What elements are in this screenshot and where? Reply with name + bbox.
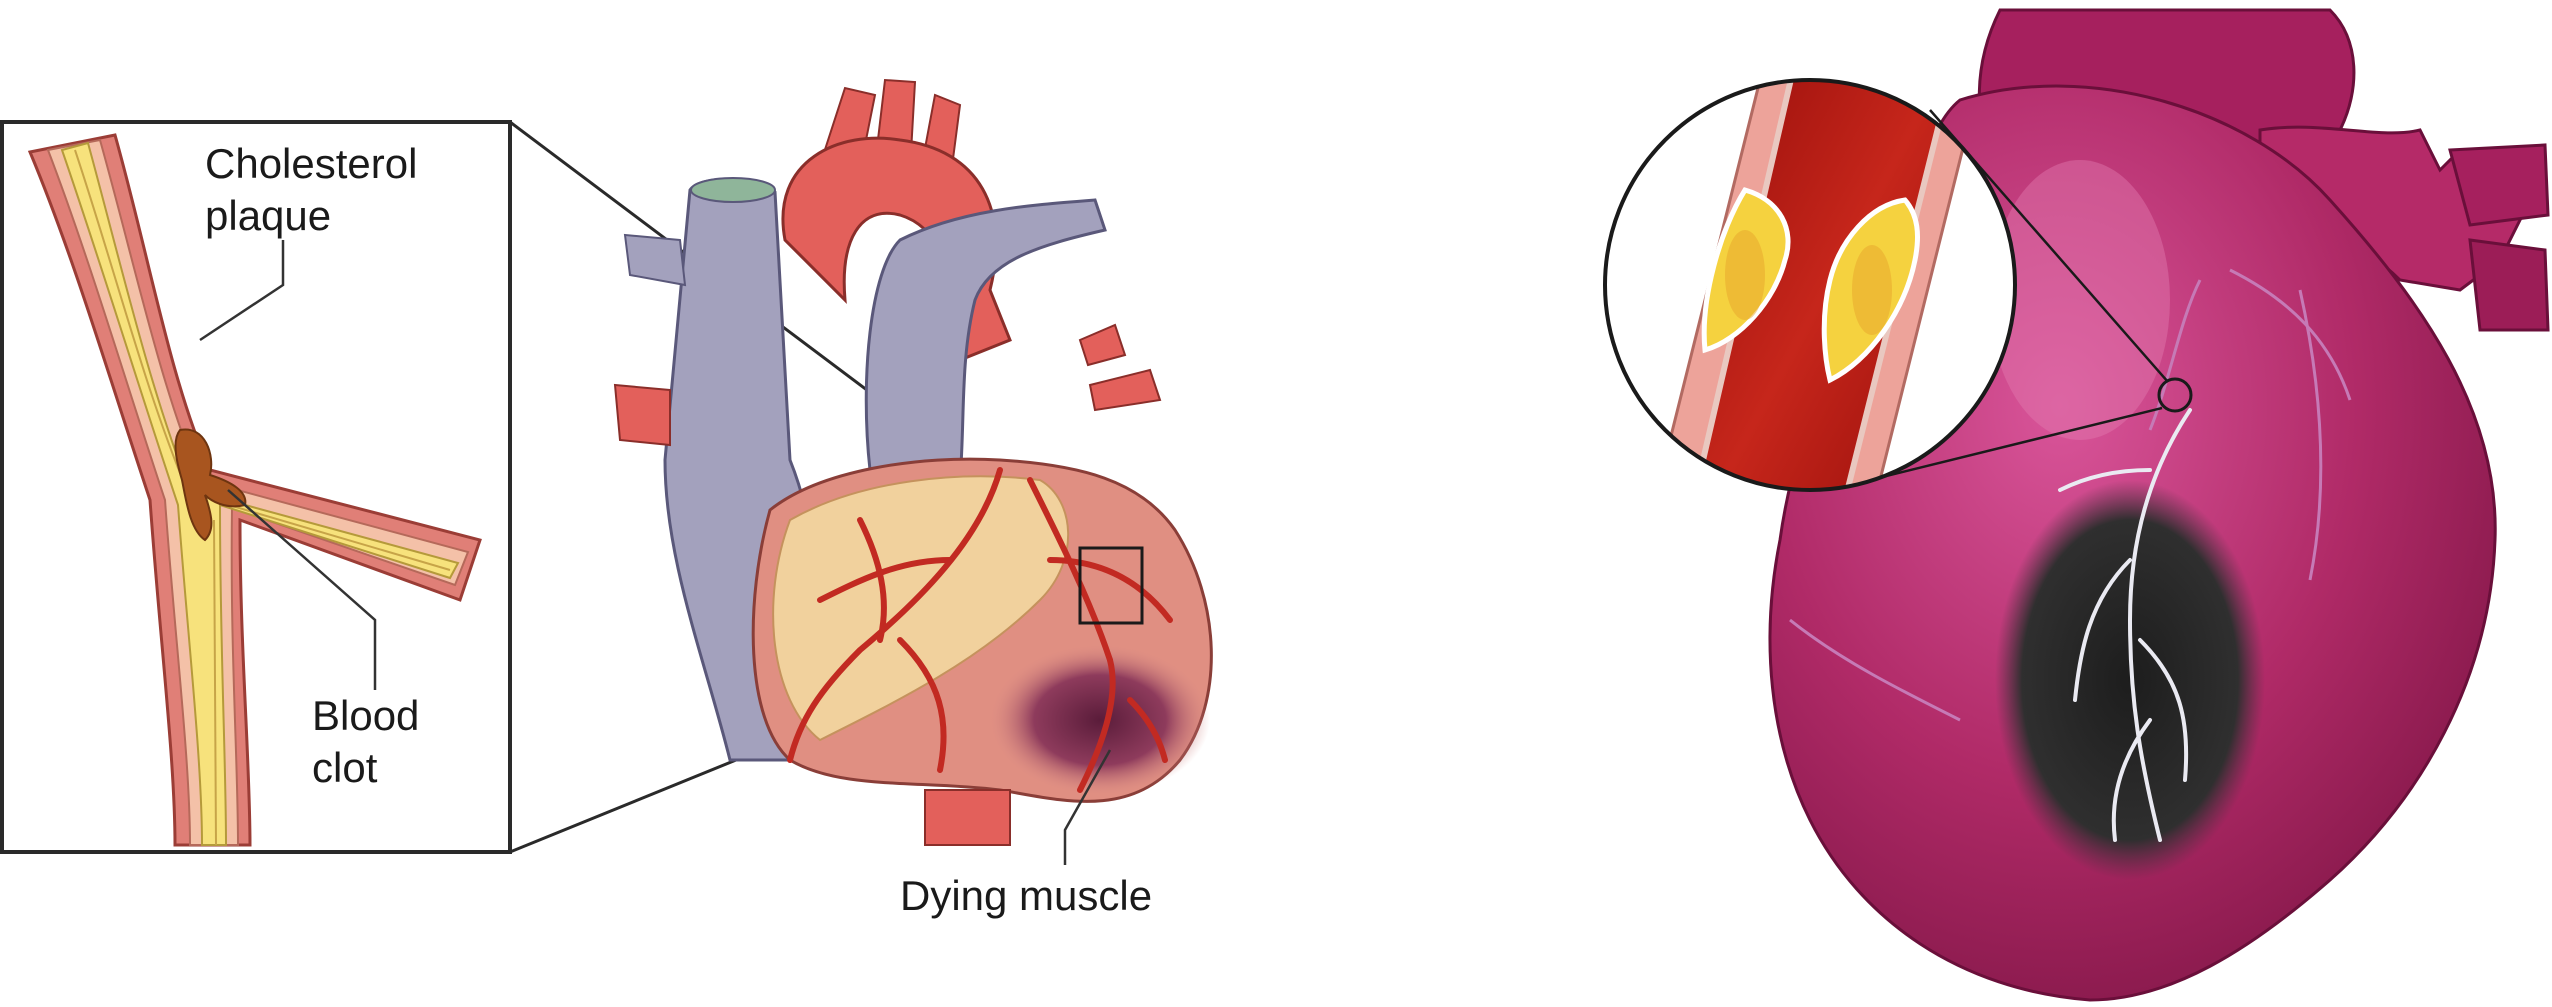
right-vessel-branch-3 [2470, 240, 2548, 330]
pulmonary-vein-right-1 [1080, 325, 1125, 365]
label-plaque-line1: Cholesterol [205, 140, 417, 187]
vein-stub-left [625, 235, 685, 285]
pulmonary-vein-right-2 [1090, 370, 1160, 410]
descending-vessel [925, 790, 1010, 845]
label-clot-line2: clot [312, 744, 378, 791]
right-heart-highlight [1990, 160, 2170, 440]
plaque-right-texture [1852, 245, 1892, 335]
plaque-left-texture [1725, 230, 1765, 320]
artery-stub-left [615, 385, 670, 445]
anatomical-heart: Dying muscle [615, 80, 1211, 919]
label-plaque-line2: plaque [205, 192, 331, 239]
label-clot-line1: Blood [312, 692, 419, 739]
dying-muscle-area [990, 645, 1210, 795]
label-dying-muscle: Dying muscle [900, 872, 1152, 919]
necrotic-tissue [1995, 480, 2265, 880]
artery-inset: Cholesterol plaque Blood clot [2, 122, 510, 852]
vena-cava-opening [691, 178, 775, 202]
